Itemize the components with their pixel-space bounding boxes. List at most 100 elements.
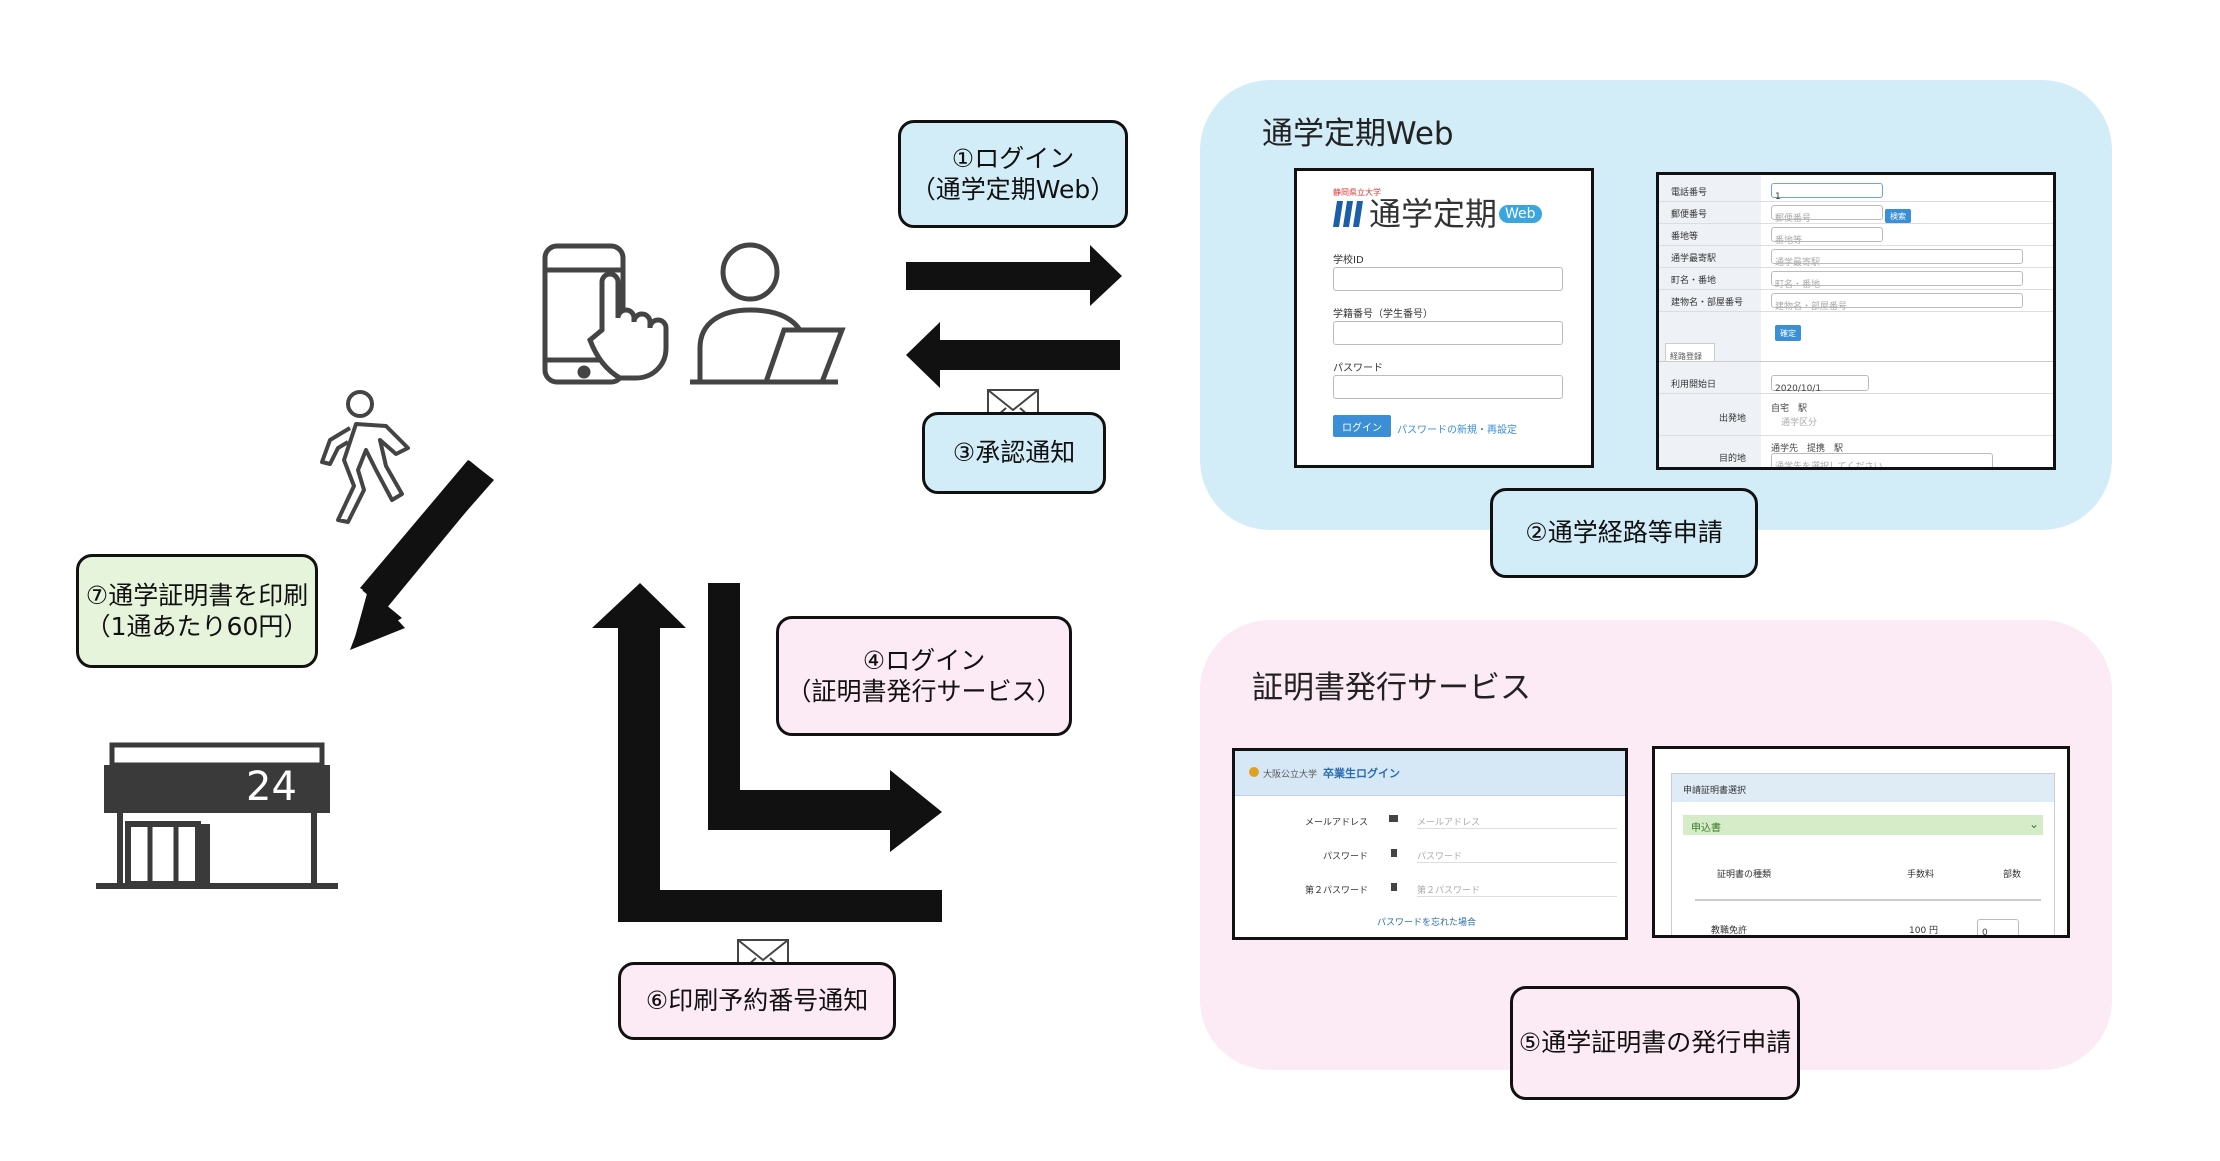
logo-web-badge: Web: [1499, 205, 1542, 223]
arrow-to-commuter-web: [906, 245, 1122, 306]
email-label: メールアドレス: [1305, 818, 1369, 828]
student-no-input[interactable]: [1333, 321, 1563, 345]
password-label: パスワード: [1333, 363, 1383, 374]
callout-step2-line1: ②通学経路等申請: [1525, 518, 1723, 548]
route-form-row: 通学最寄駅 通学最寄駅: [1659, 245, 2053, 268]
route-form-row-label: 番地等: [1671, 232, 1699, 242]
callout-step4-line2: （証明書発行サービス）: [786, 677, 1062, 706]
email-icon: [1389, 815, 1398, 822]
logo-mark-icon: [1333, 199, 1363, 229]
lock-icon: [1391, 849, 1397, 857]
route-tab[interactable]: 経路登録: [1665, 343, 1715, 362]
date-value: 2020/10/1: [1775, 384, 1822, 394]
smartphone-touch-icon: [542, 243, 669, 385]
confirm-button[interactable]: 確定: [1775, 325, 1801, 341]
section-bar-text: 申込書: [1691, 823, 1721, 834]
route-form-row-input[interactable]: 町名・番地: [1771, 271, 2023, 290]
to-options[interactable]: 通学先 提携 駅: [1771, 444, 1844, 454]
cert-service-panel-title: 証明書発行サービス: [1252, 670, 1531, 706]
grad-login-screenshot: 大阪公立大学 卒業生ログイン メールアドレス メールアドレス パスワード パスワ…: [1232, 748, 1628, 940]
to-placeholder: 通学先を選択してください: [1775, 462, 1883, 470]
store-sign: 24: [246, 764, 297, 810]
route-form-row-value: 郵便番号: [1775, 214, 1812, 224]
callout-step7: ⑦通学証明書を印刷 （1通あたり60円）: [76, 554, 318, 668]
university-name: 大阪公立大学: [1263, 770, 1318, 780]
password2-label: 第２パスワード: [1305, 886, 1369, 896]
col-type-header: 証明書の種類: [1717, 870, 1772, 880]
route-tab-label: 経路登録: [1670, 352, 1702, 361]
cert-form-card: [1671, 773, 2055, 935]
route-form-row-value: 通学最寄駅: [1775, 258, 1821, 268]
walking-person-icon: [320, 390, 410, 524]
row-type: 教職免許: [1711, 926, 1748, 936]
route-form-row-input[interactable]: 通学最寄駅: [1771, 249, 2023, 268]
from-placeholder: 通学区分: [1781, 418, 1818, 428]
callout-step4: ④ログイン （証明書発行サービス）: [776, 616, 1072, 736]
email-input[interactable]: メールアドレス: [1417, 815, 1617, 829]
callout-step1-line2: （通学定期Web）: [910, 175, 1116, 204]
password-label: パスワード: [1323, 852, 1369, 862]
date-label: 利用開始日: [1671, 380, 1717, 390]
from-options[interactable]: 自宅 駅: [1771, 404, 1808, 414]
commuter-web-panel-title: 通学定期Web: [1262, 116, 1454, 152]
route-form-row-value: 町名・番地: [1775, 280, 1821, 290]
table-divider: [1695, 899, 2041, 901]
callout-step3: ③承認通知: [922, 412, 1106, 494]
arrow-to-store: [350, 460, 494, 650]
route-form-row-value: 番地等: [1775, 236, 1803, 246]
route-form-row-label: 町名・番地: [1671, 276, 1717, 286]
lock-icon: [1391, 883, 1397, 891]
route-form-row: 町名・番地 町名・番地: [1659, 267, 2053, 290]
password-input[interactable]: [1333, 375, 1563, 399]
login-button[interactable]: ログイン: [1333, 415, 1391, 437]
password-reset-link[interactable]: パスワードの新規・再設定: [1397, 425, 1517, 436]
route-form-row-input[interactable]: 1: [1771, 183, 1883, 202]
route-form-row-input[interactable]: 番地等: [1771, 227, 1883, 246]
callout-step1: ①ログイン （通学定期Web）: [898, 120, 1128, 228]
password-input[interactable]: パスワード: [1417, 849, 1617, 863]
password2-input[interactable]: 第２パスワード: [1417, 883, 1617, 897]
callout-step5-line1: ⑤通学証明書の発行申請: [1518, 1028, 1792, 1058]
route-form-row: 郵便番号郵便番号: [1659, 201, 2053, 224]
chevron-down-icon[interactable]: ⌄: [2029, 817, 2040, 831]
school-id-input[interactable]: [1333, 267, 1563, 291]
route-form-row-label: 通学最寄駅: [1671, 254, 1717, 264]
callout-step6: ⑥印刷予約番号通知: [618, 962, 896, 1040]
logo-small-text: 静岡県立大学: [1333, 188, 1381, 197]
grad-login-header: [1235, 751, 1625, 796]
from-row: 出発地: [1659, 397, 2053, 436]
callout-step2: ②通学経路等申請: [1490, 488, 1758, 578]
callout-step4-line1: ④ログイン: [862, 645, 986, 675]
arrow-from-cert-service: [592, 583, 942, 922]
route-form-row: 番地等 番地等: [1659, 223, 2053, 246]
tab-divider: [1659, 361, 2053, 362]
callout-step1-line1: ①ログイン: [951, 143, 1075, 173]
route-form-row-input[interactable]: 郵便番号: [1771, 205, 1883, 224]
school-id-label: 学校ID: [1333, 255, 1364, 266]
callout-step3-line1: ③承認通知: [952, 438, 1076, 468]
forgot-password-link[interactable]: パスワードを忘れた場合: [1377, 918, 1477, 928]
from-label: 出発地: [1719, 414, 1747, 424]
to-select[interactable]: 通学先を選択してください: [1771, 453, 1993, 470]
date-input[interactable]: 2020/10/1: [1771, 375, 1869, 394]
callout-step7-line2: （1通あたり60円）: [85, 612, 309, 641]
person-laptop-icon: [690, 242, 846, 385]
logo-text: 通学定期: [1369, 195, 1498, 233]
section-bar[interactable]: [1683, 815, 2043, 835]
date-row: 利用開始日: [1659, 371, 2053, 394]
callout-step5: ⑤通学証明書の発行申請: [1510, 986, 1800, 1100]
callout-step6-line1: ⑥印刷予約番号通知: [645, 986, 869, 1016]
student-no-label: 学籍番号（学生番号）: [1333, 309, 1433, 320]
row-fee: 100 円: [1909, 926, 1939, 936]
arrow-to-cert-service: [708, 583, 942, 852]
route-form-row-value: 建物名・部屋番号: [1775, 302, 1848, 312]
qty-select[interactable]: 0: [1977, 919, 2019, 938]
col-fee-header: 手数料: [1907, 870, 1935, 880]
to-label: 目的地: [1719, 454, 1747, 464]
qty-value: 0: [1982, 928, 1988, 938]
route-form-row-input[interactable]: 建物名・部屋番号: [1771, 293, 2023, 312]
search-button[interactable]: 検索: [1885, 209, 1911, 223]
grad-login-title: 卒業生ログイン: [1323, 767, 1400, 780]
